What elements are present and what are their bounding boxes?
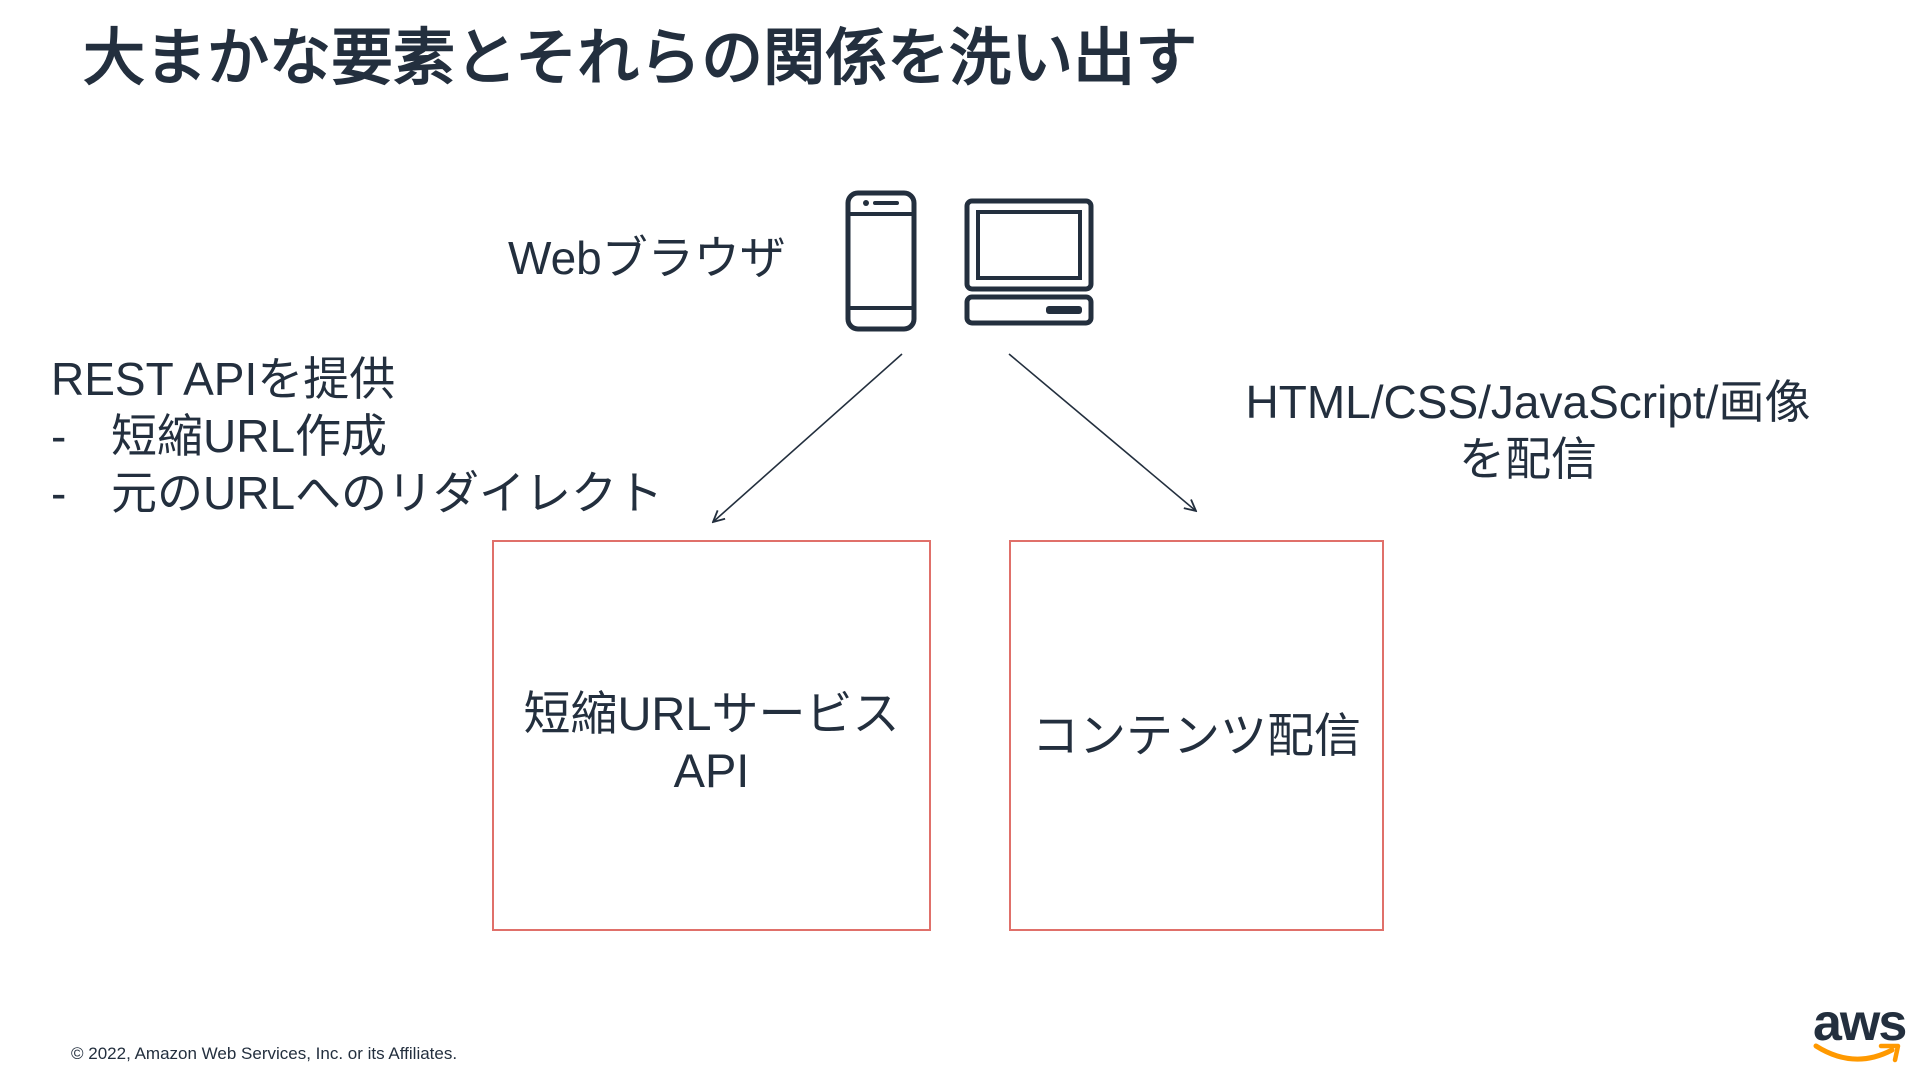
content-delivery-box: コンテンツ配信 — [1009, 540, 1384, 931]
api-notes-item: - 元のURLへのリダイレクト — [51, 465, 663, 522]
copyright-footer: © 2022, Amazon Web Services, Inc. or its… — [71, 1044, 458, 1063]
slide-title: 大まかな要素とそれらの関係を洗い出す — [83, 24, 1198, 93]
api-notes-item-text: 短縮URL作成 — [111, 410, 388, 462]
aws-logo: aws — [1810, 996, 1910, 1072]
laptop-icon — [964, 198, 1094, 326]
component-label-line: 短縮URLサービス — [523, 686, 900, 740]
aws-logo-text: aws — [1813, 994, 1907, 1052]
web-browser-label: Webブラウザ — [508, 232, 786, 284]
component-label-line: API — [673, 743, 750, 797]
api-notes-item-text: 元のURLへのリダイレクト — [111, 467, 664, 519]
arrow-browser-to-api — [713, 353, 903, 522]
api-notes-heading: REST APIを提供 — [51, 353, 396, 405]
smartphone-icon — [845, 190, 917, 332]
content-delivery-notes: HTML/CSS/JavaScript/画像 を配信 — [1178, 374, 1878, 488]
bullet-dash: - — [51, 410, 67, 462]
bullet-dash: - — [51, 467, 67, 519]
content-notes-line: HTML/CSS/JavaScript/画像 — [1245, 376, 1811, 428]
arrow-browser-to-content — [1008, 353, 1196, 511]
component-label-line: コンテンツ配信 — [1032, 709, 1361, 762]
url-shortener-api-box: 短縮URLサービス API — [492, 540, 931, 931]
aws-smile-arrow-icon — [1813, 1043, 1901, 1063]
api-notes-item: - 短縮URL作成 — [51, 408, 663, 465]
api-notes: REST APIを提供 - 短縮URL作成 - 元のURLへのリダイレクト — [51, 351, 663, 522]
content-notes-line: を配信 — [1459, 433, 1597, 485]
